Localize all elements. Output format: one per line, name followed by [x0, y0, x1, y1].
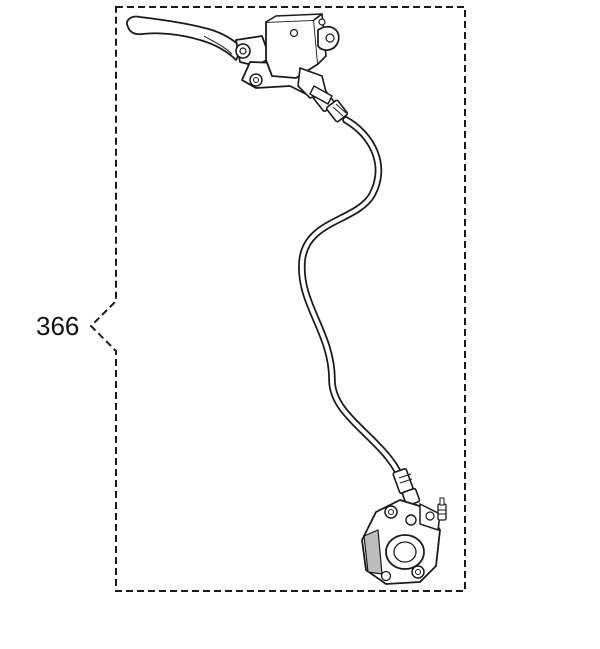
master-cylinder-icon	[241, 13, 340, 105]
kit-boundary-dashed-box	[89, 6, 466, 592]
brake-lever-icon	[126, 15, 271, 67]
brake-hose-icon	[298, 86, 421, 507]
brake-caliper-icon	[361, 497, 447, 585]
part-number-callout: 366	[36, 311, 80, 341]
